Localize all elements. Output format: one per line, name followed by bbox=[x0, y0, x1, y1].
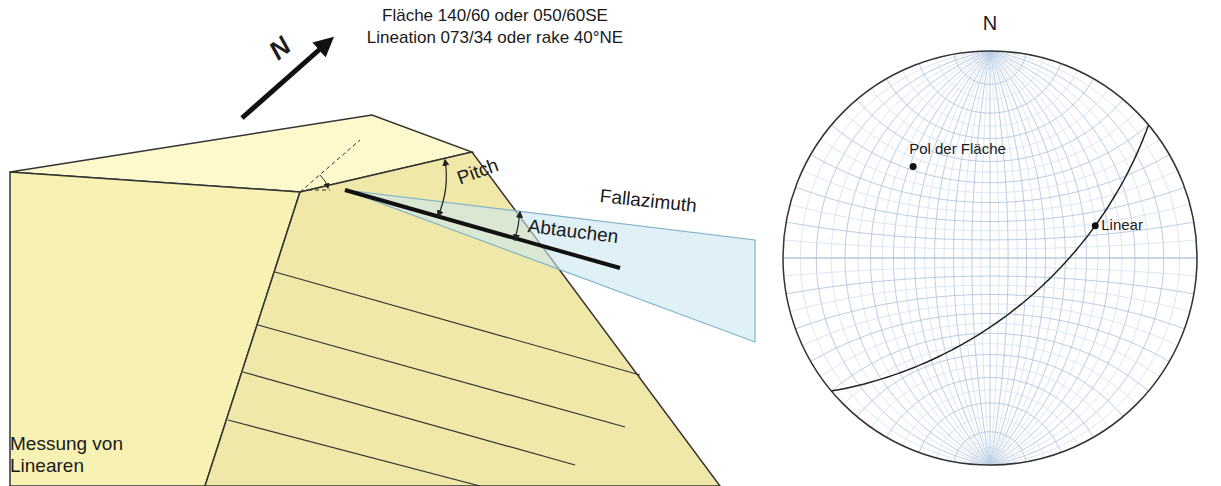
lineation bbox=[345, 190, 620, 268]
azimuth-reference bbox=[308, 190, 330, 191]
point-label: Linear bbox=[1101, 216, 1143, 233]
plane-great-circle bbox=[831, 125, 1148, 391]
lineation-point bbox=[1092, 222, 1099, 229]
axis-grid bbox=[783, 258, 1197, 259]
primitive-circle bbox=[783, 51, 1197, 465]
north-reference bbox=[300, 140, 360, 192]
caption-note: Messung von Linearen bbox=[10, 433, 140, 477]
north-label: N bbox=[263, 31, 297, 66]
angle-label: Fallazimuth bbox=[599, 185, 698, 217]
point-label: Pol der Fläche bbox=[909, 140, 1006, 157]
pole-point bbox=[910, 163, 917, 170]
title-line: Fläche 140/60 oder 050/60SE bbox=[382, 6, 608, 26]
pitch-arc bbox=[438, 160, 446, 216]
title-line: Lineation 073/34 oder rake 40°NE bbox=[367, 28, 623, 48]
striations bbox=[228, 272, 640, 486]
north-label: N bbox=[983, 12, 997, 35]
azimuth-arc bbox=[320, 175, 328, 188]
fault-plane bbox=[205, 152, 720, 486]
plunge-arc bbox=[515, 212, 520, 240]
small-circle-grid bbox=[783, 258, 1197, 259]
